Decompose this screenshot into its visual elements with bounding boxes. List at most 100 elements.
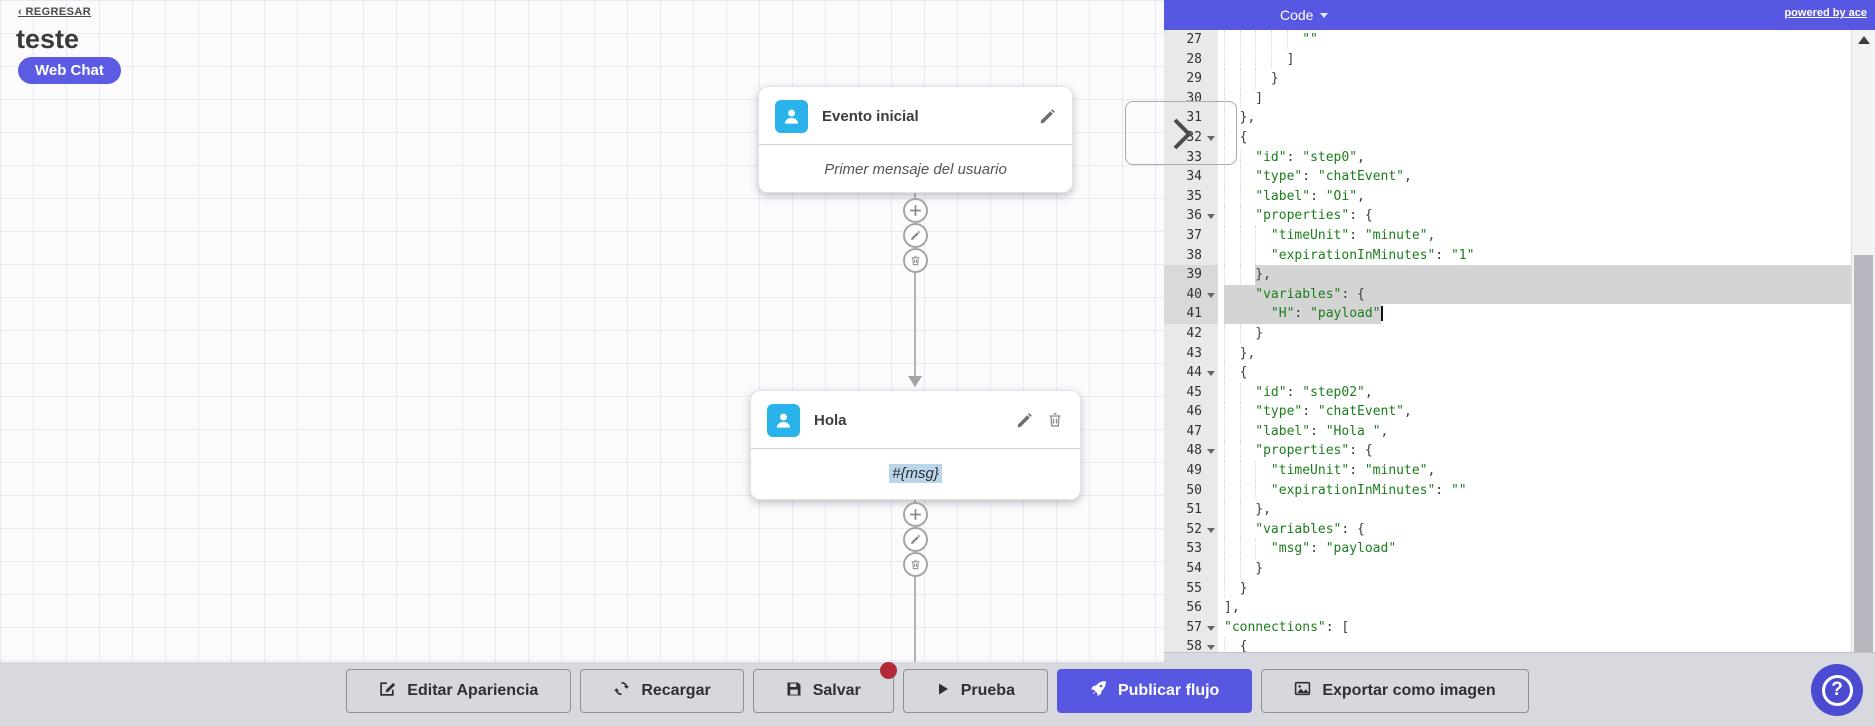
prueba-button[interactable]: Prueba <box>902 669 1048 713</box>
gutter-line-number: 34 <box>1186 169 1202 185</box>
editar-apariencia-button[interactable]: Editar Apariencia <box>346 669 572 713</box>
fold-toggle-icon[interactable] <box>1207 625 1215 631</box>
code-line: { <box>1218 637 1851 652</box>
gutter-line-number: 47 <box>1186 423 1202 439</box>
gutter-line-number: 31 <box>1186 110 1202 126</box>
help-button[interactable]: ? <box>1811 664 1863 716</box>
code-editor-content[interactable]: ""]}]},{"id": "step0","type": "chatEvent… <box>1218 30 1851 652</box>
gutter-line-number: 41 <box>1164 304 1218 324</box>
code-line: "H": "payload" <box>1218 304 1851 324</box>
code-line: "id": "step0", <box>1218 147 1851 168</box>
connector-line <box>914 500 916 662</box>
code-line: ] <box>1218 88 1851 109</box>
gutter-line-number: 49 <box>1186 463 1202 479</box>
text-selection <box>1224 284 1851 305</box>
delete-connection-button[interactable] <box>903 552 928 577</box>
code-line: "variables": { <box>1218 519 1851 540</box>
publicar-flujo-button[interactable]: Publicar flujo <box>1056 669 1253 713</box>
gutter-line-number: 54 <box>1186 561 1202 577</box>
text-selection <box>1255 265 1851 285</box>
button-label: Publicar flujo <box>1117 682 1220 699</box>
back-link[interactable]: ‹ REGRESAR <box>18 6 92 18</box>
add-step-button[interactable] <box>903 502 928 527</box>
scroll-up-arrow-icon[interactable] <box>1858 36 1870 44</box>
chevron-right-icon <box>1173 118 1192 150</box>
flow-canvas[interactable]: ‹ REGRESAR teste Web Chat Evento inicial <box>0 0 1164 662</box>
unsaved-changes-badge <box>879 662 897 679</box>
button-label: Recargar <box>641 682 711 699</box>
delete-node-icon[interactable] <box>1047 412 1064 429</box>
code-line: } <box>1218 323 1851 344</box>
recargar-button[interactable]: Recargar <box>580 669 744 713</box>
rocket-icon <box>1090 680 1107 702</box>
code-panel-header: Code powered by ace <box>1164 0 1875 30</box>
salvar-button[interactable]: Salvar <box>752 662 897 713</box>
flow-title: teste <box>16 24 80 54</box>
node-title: Evento inicial <box>822 108 919 125</box>
variable-chip: #{msg} <box>889 464 942 483</box>
code-line: }, <box>1218 343 1851 364</box>
text-selection <box>1224 304 1381 324</box>
scrollbar-thumb[interactable] <box>1854 255 1873 652</box>
gutter-line-number: 36 <box>1164 206 1218 226</box>
code-panel-collapse-handle[interactable] <box>1125 101 1237 165</box>
edit-node-icon[interactable] <box>1016 412 1033 429</box>
gutter-line-number: 30 <box>1186 90 1202 106</box>
fold-toggle-icon[interactable] <box>1207 527 1215 533</box>
gutter-line-number: 43 <box>1186 345 1202 361</box>
code-line: }, <box>1218 500 1851 520</box>
question-mark-icon: ? <box>1821 674 1853 706</box>
gutter-line-number: 39 <box>1164 265 1218 285</box>
code-mode-dropdown[interactable]: Code <box>1272 0 1336 30</box>
edit-connection-button[interactable] <box>903 527 928 552</box>
code-line: "variables": { <box>1218 284 1851 305</box>
gutter-line-number: 42 <box>1186 325 1202 341</box>
gutter-line-number: 37 <box>1186 227 1202 243</box>
code-scrollbar[interactable] <box>1851 30 1875 652</box>
fold-toggle-icon[interactable] <box>1207 135 1215 141</box>
connector-line <box>914 193 916 376</box>
node-body-text: #{msg} <box>751 449 1080 498</box>
fold-toggle-icon[interactable] <box>1207 292 1215 298</box>
code-line: "timeUnit": "minute", <box>1218 461 1851 481</box>
gutter-line-number: 29 <box>1186 71 1202 87</box>
channel-badge: Web Chat <box>18 57 121 84</box>
code-line: "msg": "payload" <box>1218 539 1851 560</box>
gutter-line-number: 44 <box>1164 363 1218 383</box>
code-line: "connections": [ <box>1224 619 1350 635</box>
gutter-line-number: 46 <box>1186 404 1202 420</box>
code-line: "type": "chatEvent", <box>1218 402 1851 422</box>
code-dropdown-label: Code <box>1280 7 1314 23</box>
gutter-line-number: 40 <box>1164 284 1218 305</box>
image-icon <box>1294 680 1311 702</box>
node-body-text: Primer mensaje del usuario <box>824 161 1007 178</box>
flow-node-hola[interactable]: Hola #{msg} <box>750 390 1081 500</box>
gutter-line-number: 51 <box>1186 502 1202 518</box>
button-label: Editar Apariencia <box>407 682 539 699</box>
user-icon <box>767 404 800 437</box>
user-icon <box>775 100 808 133</box>
connector-arrowhead-icon <box>908 376 922 387</box>
flow-node-evento-inicial[interactable]: Evento inicial Primer mensaje del usuari… <box>758 86 1073 193</box>
code-line: "timeUnit": "minute", <box>1218 225 1851 246</box>
exportar-imagen-button[interactable]: Exportar como imagen <box>1261 669 1529 713</box>
edit-node-icon[interactable] <box>1039 108 1056 125</box>
fold-toggle-icon[interactable] <box>1207 371 1215 377</box>
gutter-line-number: 53 <box>1186 541 1202 557</box>
powered-by-ace-link[interactable]: powered by ace <box>1784 7 1867 19</box>
edit-square-icon <box>379 680 396 702</box>
gutter-line-number: 45 <box>1186 384 1202 400</box>
fold-toggle-icon[interactable] <box>1207 645 1215 651</box>
chevron-down-icon <box>1320 12 1329 18</box>
fold-toggle-icon[interactable] <box>1207 214 1215 220</box>
edit-connection-button[interactable] <box>903 223 928 248</box>
add-step-button[interactable] <box>903 198 928 223</box>
button-label: Exportar como imagen <box>1322 682 1496 699</box>
delete-connection-button[interactable] <box>903 248 928 273</box>
fold-toggle-icon[interactable] <box>1207 449 1215 455</box>
save-icon <box>786 681 802 702</box>
gutter-line-number: 55 <box>1186 580 1202 596</box>
code-line: "type": "chatEvent", <box>1218 167 1851 187</box>
